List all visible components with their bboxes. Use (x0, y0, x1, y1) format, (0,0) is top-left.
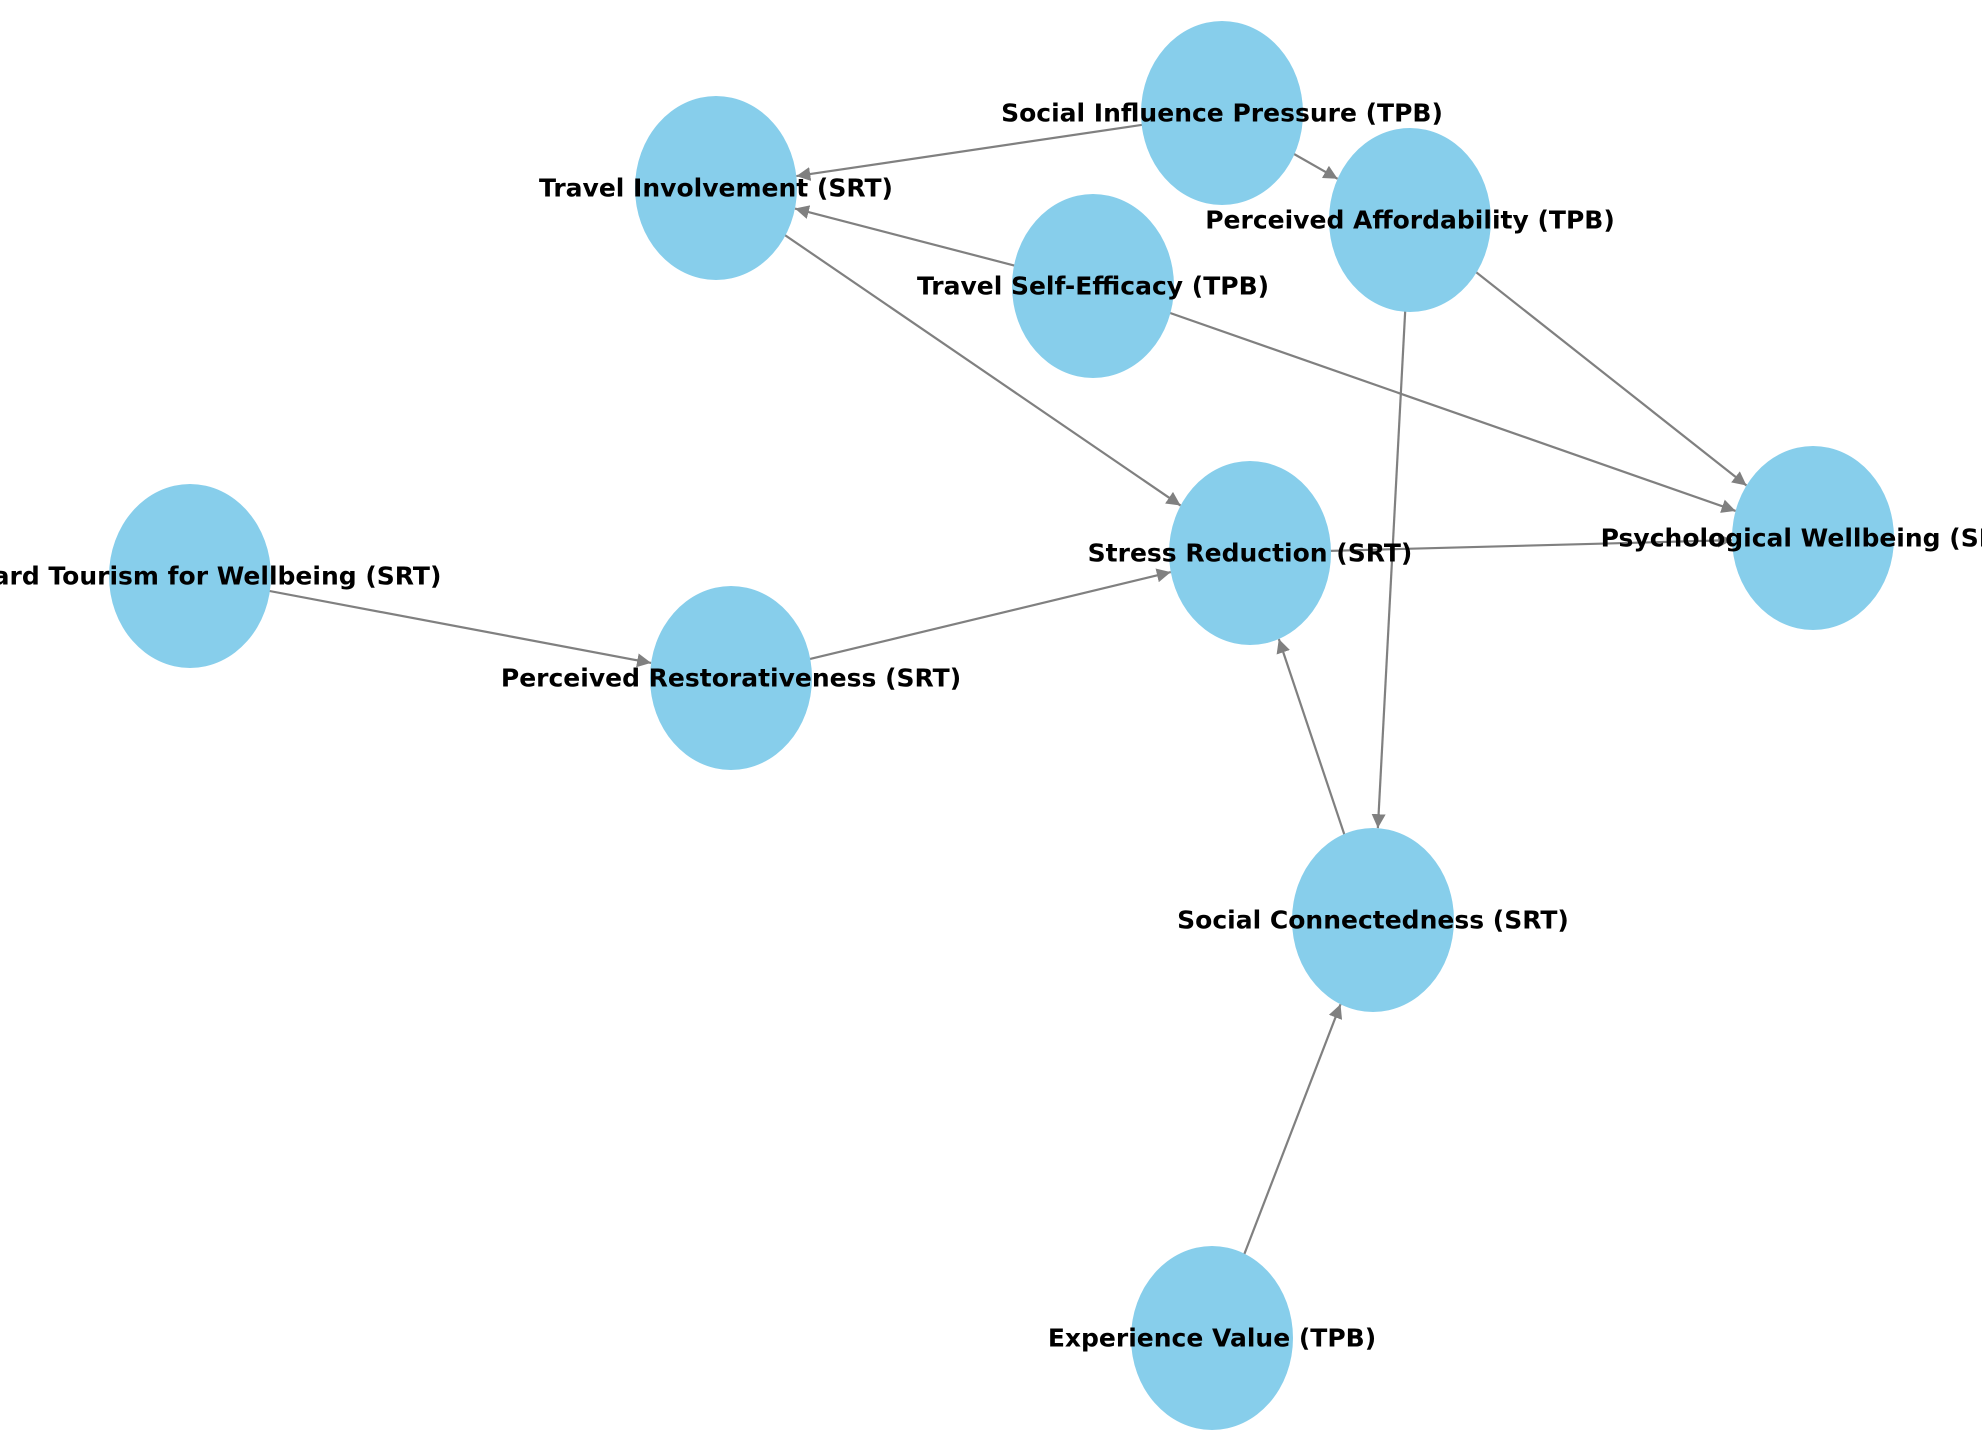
node-label-pa: Perceived Affordability (TPB) (1205, 206, 1615, 235)
nodes-layer (109, 21, 1894, 1430)
edge-ti-to-sr (715, 187, 1182, 507)
node-label-ti: Travel Involvement (SRT) (539, 174, 893, 203)
edge-tse-to-pw (1092, 284, 1736, 513)
node-label-sc: Social Connectedness (SRT) (1177, 906, 1569, 935)
node-label-pw: Psychological Wellbeing (SRT) (1601, 524, 1982, 553)
node-label-spi: Social Influence Pressure (TPB) (1001, 99, 1443, 128)
node-label-tse: Travel Self-Efficacy (TPB) (917, 272, 1269, 301)
node-sc (1292, 828, 1454, 1012)
node-pw (1732, 446, 1894, 630)
node-label-pr: Perceived Restorativeness (SRT) (501, 664, 961, 693)
node-label-ev: Experience Value (TPB) (1048, 1324, 1376, 1353)
node-tse (1012, 194, 1174, 378)
node-label-ttw: Toward Tourism for Wellbeing (SRT) (0, 562, 441, 591)
node-ev (1131, 1246, 1293, 1430)
node-label-sr: Stress Reduction (SRT) (1088, 539, 1413, 568)
node-pr (650, 586, 812, 770)
node-pa (1329, 128, 1491, 312)
labels-layer: Social Influence Pressure (TPB) Travel In… (0, 99, 1982, 1353)
node-ti (635, 96, 797, 280)
edge-pa-to-sc (1371, 219, 1412, 829)
node-spi (1141, 21, 1303, 205)
node-ttw (109, 484, 271, 668)
node-sr (1169, 461, 1331, 645)
